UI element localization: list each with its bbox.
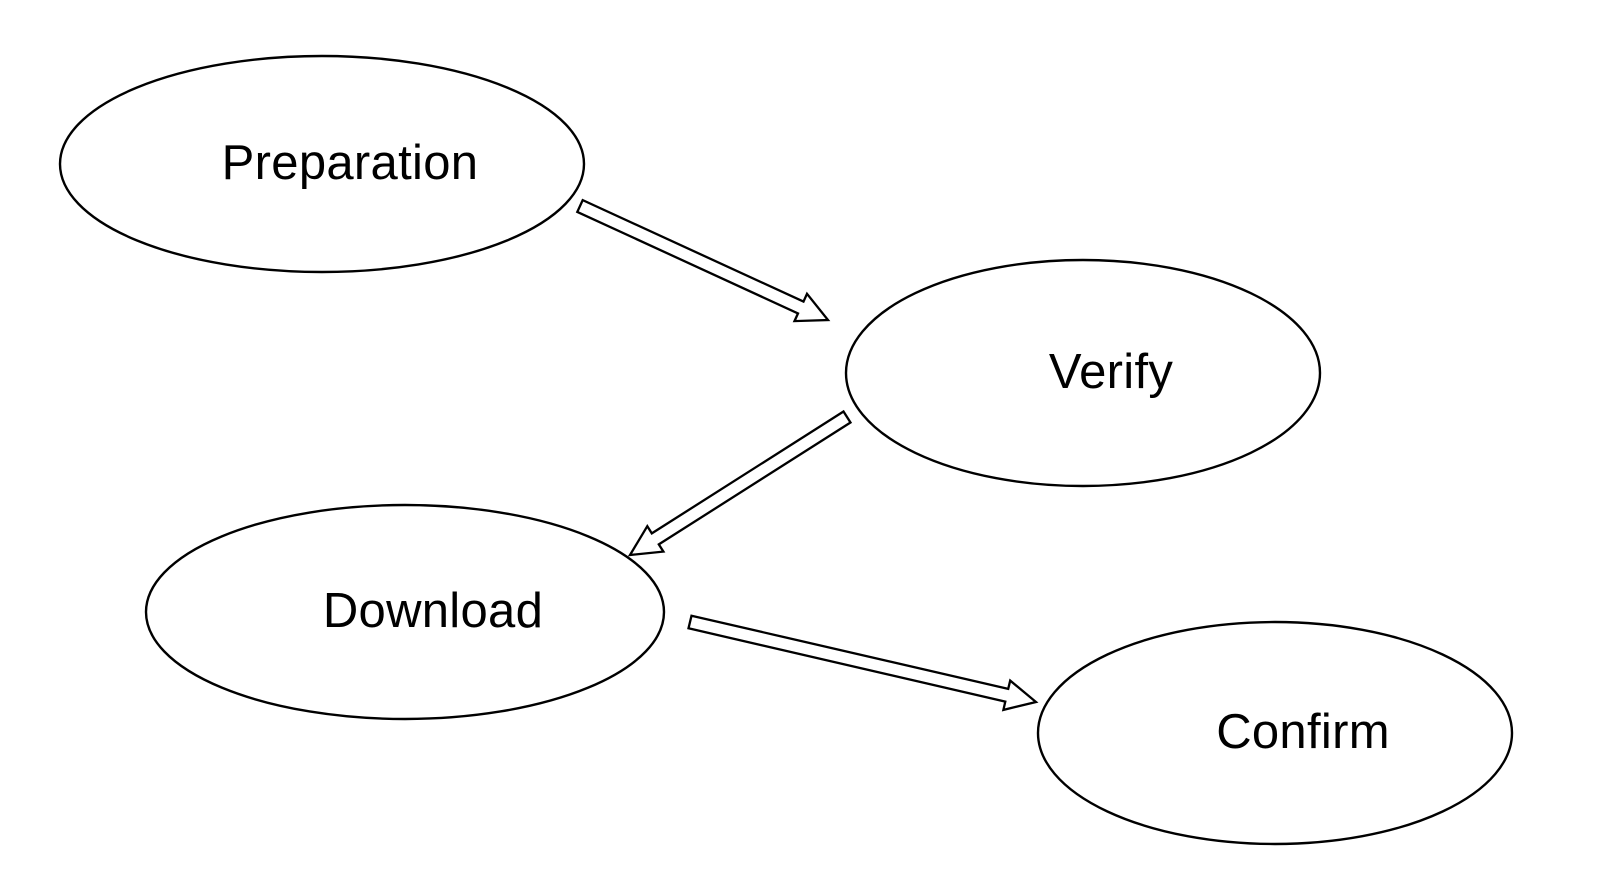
node-preparation-label: Preparation: [222, 136, 479, 190]
node-download[interactable]: Download: [144, 503, 666, 721]
node-download-ellipse: [144, 503, 666, 721]
edge-group: [575, 198, 1039, 712]
node-verify-label: Verify: [1049, 345, 1174, 399]
node-verify-ellipse: [844, 258, 1322, 488]
node-confirm-label: Confirm: [1216, 705, 1390, 759]
edge-verify-to-download[interactable]: [627, 409, 853, 557]
edge-preparation-to-verify[interactable]: [575, 198, 831, 323]
node-preparation[interactable]: Preparation: [58, 54, 586, 274]
node-preparation-ellipse: [58, 54, 586, 274]
node-verify[interactable]: Verify: [844, 258, 1322, 488]
node-confirm[interactable]: Confirm: [1036, 620, 1514, 846]
edge-download-to-confirm[interactable]: [687, 614, 1039, 712]
node-confirm-ellipse: [1036, 620, 1514, 846]
node-download-label: Download: [323, 584, 543, 638]
